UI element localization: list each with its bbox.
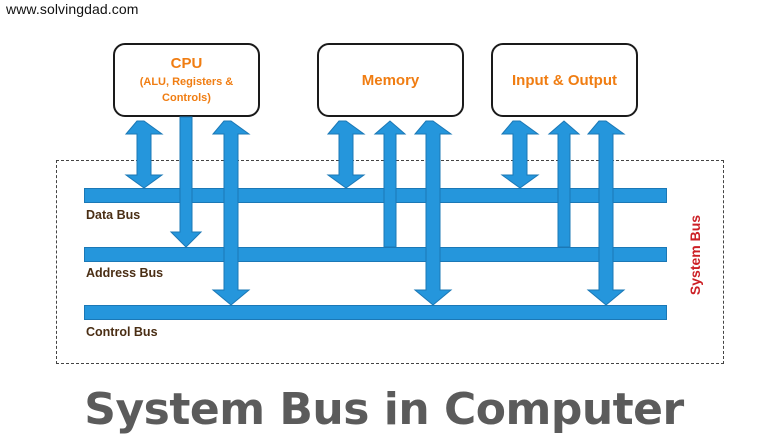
cpu-data-arrow bbox=[124, 120, 164, 189]
address-bus-label: Address Bus bbox=[86, 266, 164, 280]
site-url: www.solvingdad.com bbox=[6, 1, 139, 17]
io-control-arrow bbox=[586, 120, 626, 306]
memory-data-arrow bbox=[326, 120, 366, 189]
cpu-control-arrow bbox=[211, 120, 251, 306]
cpu-block: CPU (ALU, Registers & Controls) bbox=[113, 43, 260, 117]
data-bus-label: Data Bus bbox=[86, 208, 141, 222]
control-bus-label: Control Bus bbox=[86, 325, 158, 339]
cpu-title: CPU bbox=[170, 54, 203, 72]
memory-address-arrow bbox=[373, 120, 407, 248]
memory-block: Memory bbox=[317, 43, 464, 117]
control-bus bbox=[84, 305, 667, 320]
memory-control-arrow bbox=[413, 120, 453, 306]
input-output-block: Input & Output bbox=[491, 43, 638, 117]
input-output-title: Input & Output bbox=[512, 71, 617, 89]
cpu-subtitle: (ALU, Registers & Controls) bbox=[139, 75, 234, 104]
memory-title: Memory bbox=[361, 71, 420, 89]
cpu-address-arrow bbox=[169, 116, 203, 248]
io-data-arrow bbox=[500, 120, 540, 189]
io-address-arrow bbox=[547, 120, 581, 248]
page-heading: System Bus in Computer bbox=[84, 384, 684, 435]
